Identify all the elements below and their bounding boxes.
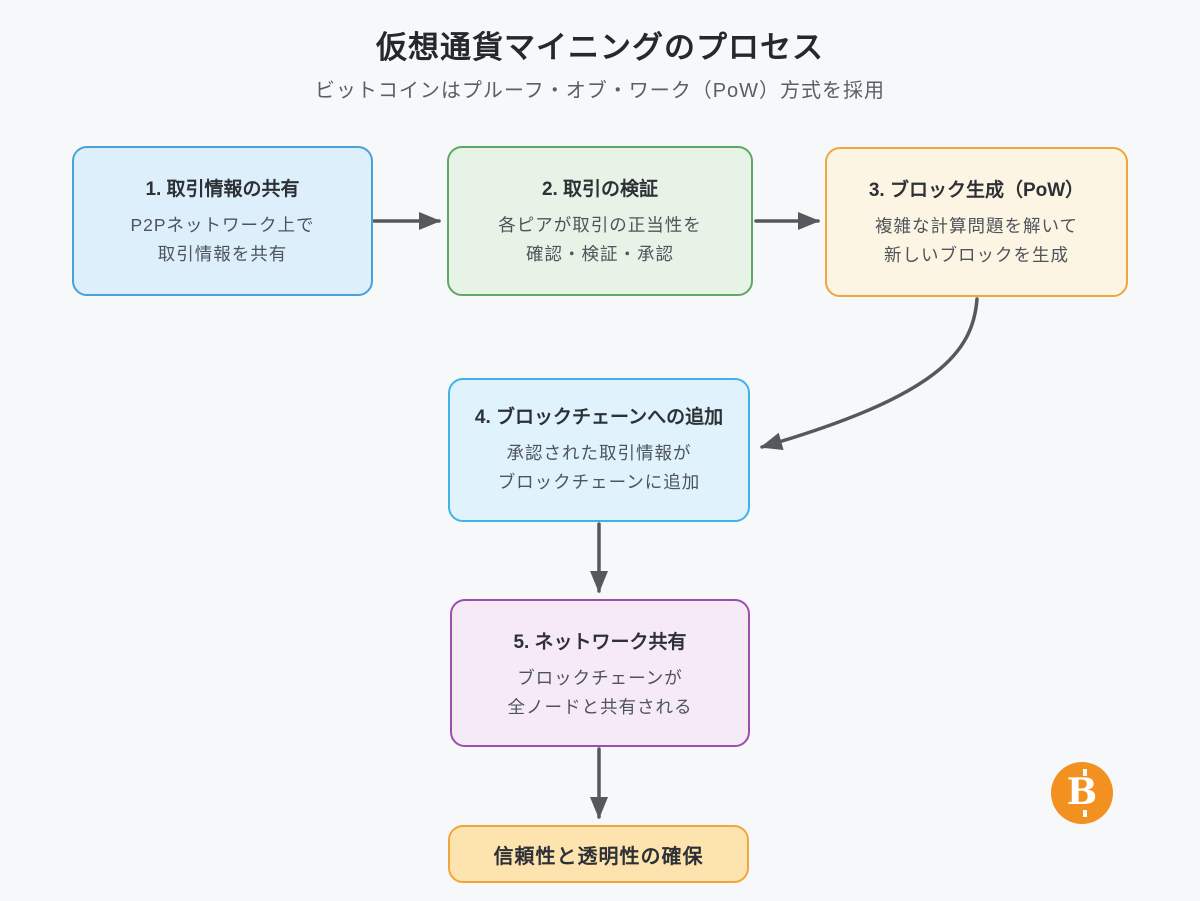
node-body: 複雑な計算問題を解いて 新しいブロックを生成 [875, 212, 1078, 270]
node-body-line: ブロックチェーンが [517, 668, 683, 688]
node-body-line: 取引情報を共有 [157, 243, 288, 264]
flow-node-step5: 5. ネットワーク共有 ブロックチェーンが 全ノードと共有される [450, 599, 750, 747]
bitcoin-icon-tick [1083, 769, 1087, 776]
flow-node-step2: 2. 取引の検証 各ピアが取引の正当性を 確認・検証・承認 [447, 146, 753, 296]
node-body-line: 全ノードと共有される [507, 696, 693, 717]
bitcoin-icon-letter: B [1066, 771, 1098, 813]
flow-node-step1: 1. 取引情報の共有 P2Pネットワーク上で 取引情報を共有 [72, 146, 373, 296]
node-body-line: 各ピアが取引の正当性を [498, 215, 702, 235]
node-body-line: 承認された取引情報が [506, 443, 692, 463]
node-body: 各ピアが取引の正当性を 確認・検証・承認 [498, 211, 702, 269]
node-body-line: 新しいブロックを生成 [883, 244, 1069, 265]
node-body-line: ブロックチェーンに追加 [497, 471, 701, 492]
node-body-line: 複雑な計算問題を解いて [875, 216, 1078, 236]
node-body: ブロックチェーンが 全ノードと共有される [508, 664, 693, 722]
node-body-line: 確認・検証・承認 [526, 243, 674, 264]
page-subtitle: ビットコインはプルーフ・オブ・ワーク（PoW）方式を採用 [314, 80, 886, 102]
flow-node-step3: 3. ブロック生成（PoW） 複雑な計算問題を解いて 新しいブロックを生成 [825, 147, 1128, 297]
flow-node-step4: 4. ブロックチェーンへの追加 承認された取引情報が ブロックチェーンに追加 [448, 378, 750, 522]
result-label: 信頼性と透明性の確保 [493, 845, 704, 868]
node-body: 承認された取引情報が ブロックチェーンに追加 [498, 439, 701, 497]
node-body: P2Pネットワーク上で 取引情報を共有 [130, 211, 314, 269]
bitcoin-icon-tick [1083, 810, 1087, 817]
bitcoin-icon: B [1051, 762, 1113, 824]
node-title: 5. ネットワーク共有 [513, 632, 687, 653]
node-body-line: P2Pネットワーク上で [130, 215, 315, 235]
node-title: 1. 取引情報の共有 [145, 179, 300, 200]
arrow-step3-step4 [760, 297, 979, 451]
node-title: 4. ブロックチェーンへの追加 [474, 407, 724, 428]
node-title: 2. 取引の検証 [541, 179, 659, 200]
node-title: 3. ブロック生成（PoW） [868, 180, 1085, 201]
page-title: 仮想通貨マイニングのプロセス [376, 30, 824, 65]
flow-node-result: 信頼性と透明性の確保 [448, 825, 749, 883]
